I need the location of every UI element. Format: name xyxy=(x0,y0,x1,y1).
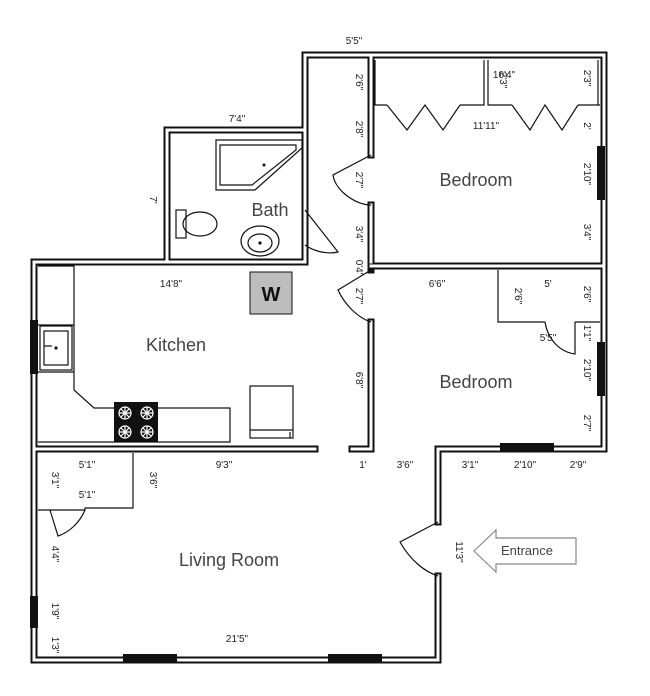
dim-label: 7' xyxy=(147,196,158,204)
dim-label: 4'4" xyxy=(49,546,60,563)
dim-label: 2'7" xyxy=(353,288,364,305)
washer-icon xyxy=(249,271,293,315)
sink-icon xyxy=(240,225,280,257)
dim-label: 2'3" xyxy=(581,70,592,87)
closet-bottom-bedroom xyxy=(497,270,600,355)
room-label-bedroom-top: Bedroom xyxy=(439,170,512,190)
dim-label: 2'8" xyxy=(353,121,364,138)
dim-label: 14'8" xyxy=(160,279,183,290)
dim-label: 2'3" xyxy=(497,72,508,89)
dim-label: 3'4" xyxy=(581,224,592,241)
dim-label: 2'6" xyxy=(581,286,592,303)
dim-label: 21'5" xyxy=(226,634,249,645)
dim-label: 10'4" xyxy=(493,70,516,81)
washer-label: W xyxy=(262,284,281,306)
dim-label: 1'3" xyxy=(49,637,60,654)
stove-icon xyxy=(114,402,158,442)
dim-label: 2'9" xyxy=(570,460,587,471)
dim-label: 2'6" xyxy=(512,288,523,305)
dim-label: 2'10" xyxy=(581,359,592,382)
closet-living xyxy=(38,453,134,537)
walls xyxy=(30,51,608,664)
room-label-bath: Bath xyxy=(251,200,288,220)
dim-label: 5'1" xyxy=(79,490,96,501)
windows xyxy=(30,146,605,662)
entrance-arrow-icon xyxy=(473,528,577,574)
dim-label: 5'5" xyxy=(540,333,557,344)
dim-label: 2'7" xyxy=(581,415,592,432)
dim-label: 3'6" xyxy=(397,460,414,471)
dim-label: 3'4" xyxy=(353,226,364,243)
dim-label: 2'10" xyxy=(514,460,537,471)
dim-label: 0'4" xyxy=(353,260,364,277)
kitchen-sink-icon xyxy=(39,325,73,371)
dim-label: 1' xyxy=(359,460,367,471)
dim-label: 2'10" xyxy=(581,163,592,186)
dim-label: 7'4" xyxy=(229,114,246,125)
room-label-living: Living Room xyxy=(179,550,279,570)
room-label-bedroom-bottom: Bedroom xyxy=(439,372,512,392)
dim-label: 5'5" xyxy=(346,36,363,47)
labels: Bath Kitchen Bedroom Bedroom Living Room… xyxy=(49,36,592,654)
dim-label: 11'11" xyxy=(473,121,500,132)
dim-label: 1'1" xyxy=(581,325,592,342)
dim-label: 9'3" xyxy=(216,460,233,471)
dim-label: 5'1" xyxy=(79,460,96,471)
dim-label: 3'1" xyxy=(462,460,479,471)
closets-top-bedroom xyxy=(374,60,600,132)
dim-label: 3'6" xyxy=(147,472,158,489)
dim-label: 2' xyxy=(581,122,592,130)
dim-label: 11'3" xyxy=(453,541,464,563)
toilet-icon xyxy=(175,209,218,239)
doors xyxy=(304,154,439,577)
dim-label: 5' xyxy=(544,279,552,290)
dim-label: 6'6" xyxy=(429,279,446,290)
dim-label: 3'1" xyxy=(49,472,60,489)
entrance-label: Entrance xyxy=(501,543,553,558)
walls-inner xyxy=(32,53,606,662)
kitchen-counter xyxy=(38,265,231,443)
shower-icon xyxy=(215,139,303,191)
dim-label: 2'6" xyxy=(353,74,364,91)
room-label-kitchen: Kitchen xyxy=(146,335,206,355)
refrigerator-icon xyxy=(249,385,294,439)
dim-label: 6'8" xyxy=(353,372,364,389)
dim-label: 2'7" xyxy=(353,172,364,189)
dim-label: 1'9" xyxy=(49,603,60,620)
